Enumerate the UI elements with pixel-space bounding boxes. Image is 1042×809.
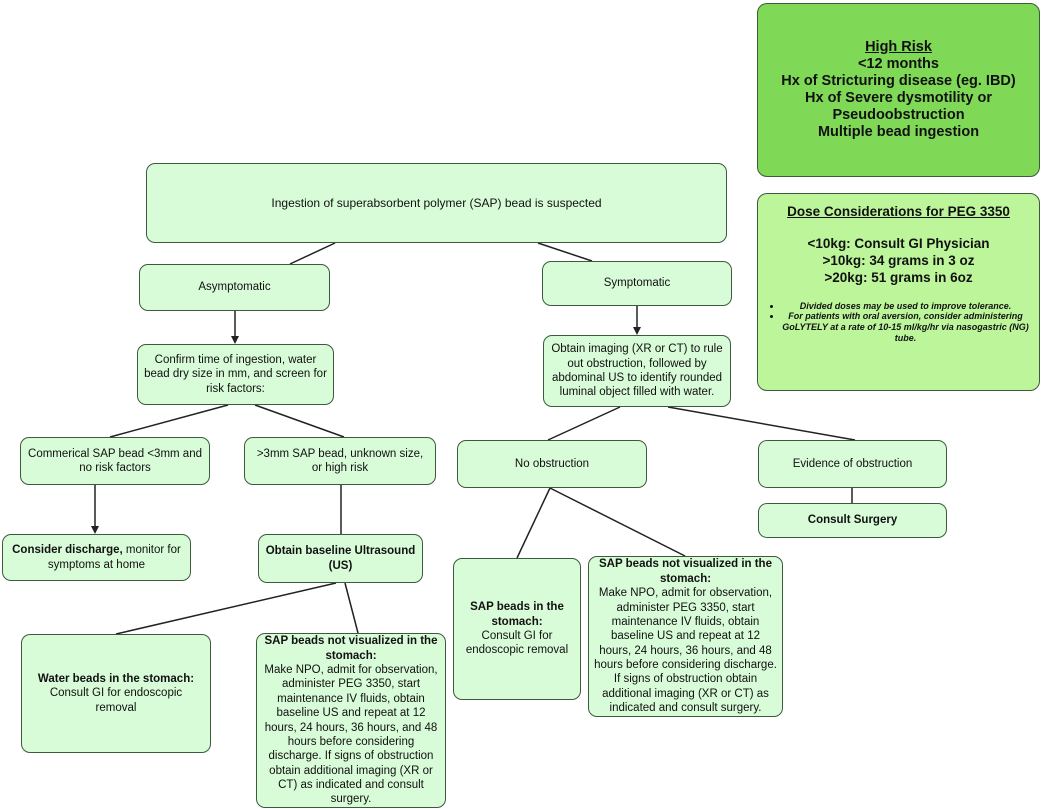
arrowhead-discharge: [91, 526, 99, 534]
node-confirm-ingestion: Confirm time of ingestion, water bead dr…: [137, 344, 334, 405]
node-commercial-bead: Commerical SAP bead <3mm and no risk fac…: [20, 437, 210, 485]
dose-title: Dose Considerations for PEG 3350: [787, 204, 1010, 219]
node-no-obstruction-text: No obstruction: [514, 457, 590, 470]
node-sap-in-stomach: SAP beads in the stomach: Consult GI for…: [453, 558, 581, 700]
node-left-not-vis-text: Make NPO, admit for observation, adminis…: [264, 664, 438, 806]
node-sap-in-text: Consult GI for endoscopic removal: [465, 630, 569, 657]
edge-root-symptomatic: [537, 242, 593, 262]
node-over-3mm: >3mm SAP bead, unknown size, or high ris…: [244, 437, 436, 485]
node-sap-in-bold: SAP beads in the stomach:: [470, 601, 564, 628]
node-over3mm-text: >3mm SAP bead, unknown size, or high ris…: [256, 447, 424, 474]
node-consider-discharge: Consider discharge, monitor for symptoms…: [2, 534, 191, 581]
node-right-not-vis-bold: SAP beads not visualized in the stomach:: [599, 558, 772, 585]
dose-notes: Divided doses may be used to improve tol…: [768, 301, 1029, 344]
dose-line: <10kg: Consult GI Physician: [807, 236, 990, 251]
node-asymptomatic-text: Asymptomatic: [198, 281, 271, 294]
dose-line: >20kg: 51 grams in 6oz: [824, 269, 973, 285]
node-discharge-bold: Consider discharge,: [12, 544, 123, 557]
high-risk-title: High Risk: [865, 38, 932, 55]
node-water-beads-bold: Water beads in the stomach:: [37, 672, 195, 685]
node-evidence-obstruction: Evidence of obstruction: [758, 440, 947, 488]
dose-considerations-box: Dose Considerations for PEG 3350 <10kg: …: [757, 193, 1040, 391]
high-risk-box: High Risk <12 months Hx of Stricturing d…: [757, 3, 1040, 177]
node-discharge-text: monitor for symptoms at home: [47, 544, 181, 571]
node-no-obstruction: No obstruction: [457, 440, 647, 488]
high-risk-item: Hx of Stricturing disease (eg. IBD): [781, 72, 1016, 89]
dose-note: Divided doses may be used to improve tol…: [782, 301, 1029, 312]
edge-no-obstruction-sap-in: [516, 487, 551, 559]
node-root: Ingestion of superabsorbent polymer (SAP…: [146, 163, 727, 243]
node-right-not-vis-text: Make NPO, admit for observation, adminis…: [594, 587, 777, 715]
node-left-not-visualized: SAP beads not visualized in the stomach:…: [256, 633, 446, 808]
node-asymptomatic: Asymptomatic: [139, 264, 330, 311]
node-consult-surgery-text: Consult Surgery: [807, 514, 898, 527]
dose-note: For patients with oral aversion, conside…: [782, 311, 1029, 343]
node-commercial-text: Commerical SAP bead <3mm and no risk fac…: [28, 447, 202, 474]
node-symptomatic: Symptomatic: [542, 261, 732, 306]
node-symptomatic-text: Symptomatic: [603, 277, 671, 290]
edge-confirm-commercial: [109, 404, 229, 438]
dose-line: >10kg: 34 grams in 3 oz: [822, 252, 975, 268]
edge-root-asymptomatic: [289, 242, 336, 265]
node-imaging-text: Obtain imaging (XR or CT) to rule out ob…: [551, 343, 723, 399]
edge-imaging-evidence: [667, 406, 856, 441]
node-right-not-visualized: SAP beads not visualized in the stomach:…: [588, 556, 783, 717]
node-evidence-text: Evidence of obstruction: [792, 457, 913, 470]
node-obtain-imaging: Obtain imaging (XR or CT) to rule out ob…: [543, 335, 731, 407]
node-consult-surgery: Consult Surgery: [758, 503, 947, 538]
node-left-not-vis-bold: SAP beads not visualized in the stomach:: [264, 635, 438, 662]
node-baseline-text: Obtain baseline Ultrasound (US): [265, 545, 416, 572]
high-risk-item: Hx of Severe dysmotility or: [805, 90, 992, 106]
high-risk-item: <12 months: [858, 55, 939, 72]
edge-imaging-no-obstruction: [547, 406, 621, 441]
arrowhead-imaging: [633, 327, 641, 335]
arrowhead-confirm: [231, 336, 239, 344]
node-water-beads-stomach: Water beads in the stomach: Consult GI f…: [21, 634, 211, 753]
node-confirm-text: Confirm time of ingestion, water bead dr…: [144, 353, 327, 395]
high-risk-item: Pseudoobstruction: [832, 107, 965, 124]
edge-baseline-water-beads: [115, 582, 337, 635]
high-risk-item: Multiple bead ingestion: [817, 124, 980, 141]
node-baseline-us: Obtain baseline Ultrasound (US): [258, 534, 423, 583]
node-root-text: Ingestion of superabsorbent polymer (SAP…: [271, 195, 602, 210]
edge-confirm-over3mm: [254, 404, 345, 438]
edge-no-obstruction-not-vis: [549, 487, 686, 557]
edge-baseline-not-vis: [344, 582, 359, 634]
node-water-beads-text: Consult GI for endoscopic removal: [49, 687, 183, 714]
